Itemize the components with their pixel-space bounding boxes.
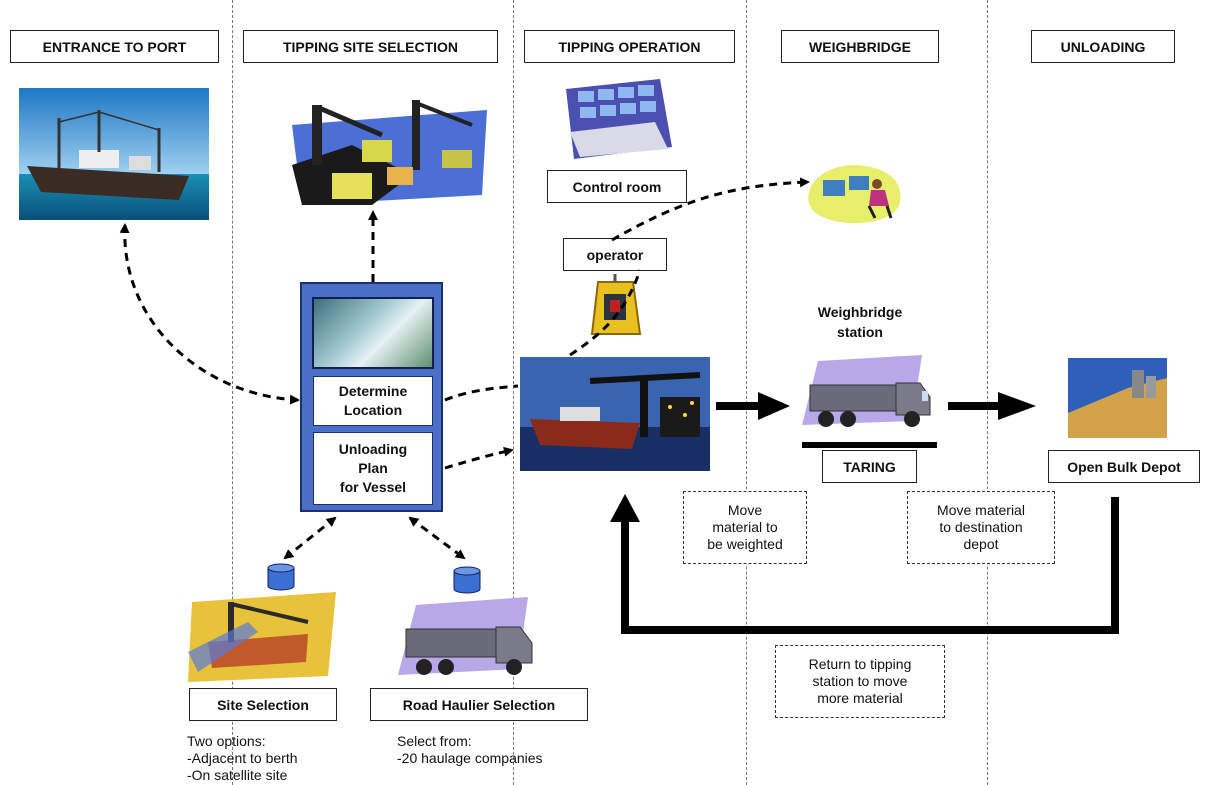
link-terminal-haulier-db	[408, 516, 466, 560]
link-ship-terminal	[119, 223, 300, 405]
terminal-screen	[312, 297, 434, 369]
unloading-plan-box: Unloading Plan for Vessel	[313, 432, 433, 505]
lane-header-entrance: ENTRANCE TO PORT	[10, 30, 219, 63]
database-cylinder-icon	[453, 566, 481, 594]
database-cylinder-icon	[267, 563, 295, 591]
move-to-depot-note: Move material to destination depot	[907, 491, 1055, 564]
road-haulier-selection-label: Road Haulier Selection	[370, 688, 588, 721]
scale-platform	[802, 442, 937, 448]
arrowhead-weighbridge	[758, 392, 790, 420]
lane-header-tipping-operation: TIPPING OPERATION	[524, 30, 735, 63]
control-room-label: Control room	[547, 170, 687, 203]
return-to-tipping-note: Return to tipping station to move more m…	[775, 645, 945, 718]
truck-picture	[398, 597, 533, 675]
open-bulk-depot-label: Open Bulk Depot	[1048, 450, 1200, 483]
operator-at-desk-picture	[808, 165, 901, 224]
truck-picture	[802, 355, 931, 427]
cargo-ship-picture	[19, 88, 209, 220]
lane-divider-3	[746, 0, 747, 785]
arrowhead-depot	[998, 392, 1036, 420]
weighbridge-station-label: Weighbridge station	[817, 304, 903, 340]
haulier-options-text: Select from: -20 haulage companies	[397, 733, 543, 766]
control-room-picture	[566, 79, 672, 159]
lane-header-weighbridge: WEIGHBRIDGE	[781, 30, 939, 63]
port-at-night-picture	[520, 357, 710, 471]
arrowhead-return	[610, 494, 640, 522]
link-port-operator	[569, 269, 642, 357]
taring-label: TARING	[822, 450, 917, 483]
return-path	[621, 497, 1119, 634]
site-options-text: Two options: -Adjacent to berth -On sate…	[187, 733, 298, 783]
link-plan-port	[444, 446, 514, 470]
site-selection-label: Site Selection	[189, 688, 337, 721]
port-cranes-picture	[292, 100, 487, 205]
lane-divider-2	[513, 0, 514, 785]
link-terminal-site-db	[283, 516, 337, 560]
harbour-site-picture	[188, 592, 336, 682]
lane-header-unloading: UNLOADING	[1031, 30, 1175, 63]
link-location-port	[444, 384, 519, 402]
bulk-depot-picture	[1068, 358, 1167, 438]
lane-divider-4	[987, 0, 988, 785]
lane-header-tipping-site-selection: TIPPING SITE SELECTION	[243, 30, 498, 63]
link-control-operator	[611, 177, 810, 242]
determine-location-box: Determine Location	[313, 376, 433, 426]
operator-label: operator	[563, 238, 667, 271]
move-to-weight-note: Move material to be weighted	[683, 491, 807, 564]
